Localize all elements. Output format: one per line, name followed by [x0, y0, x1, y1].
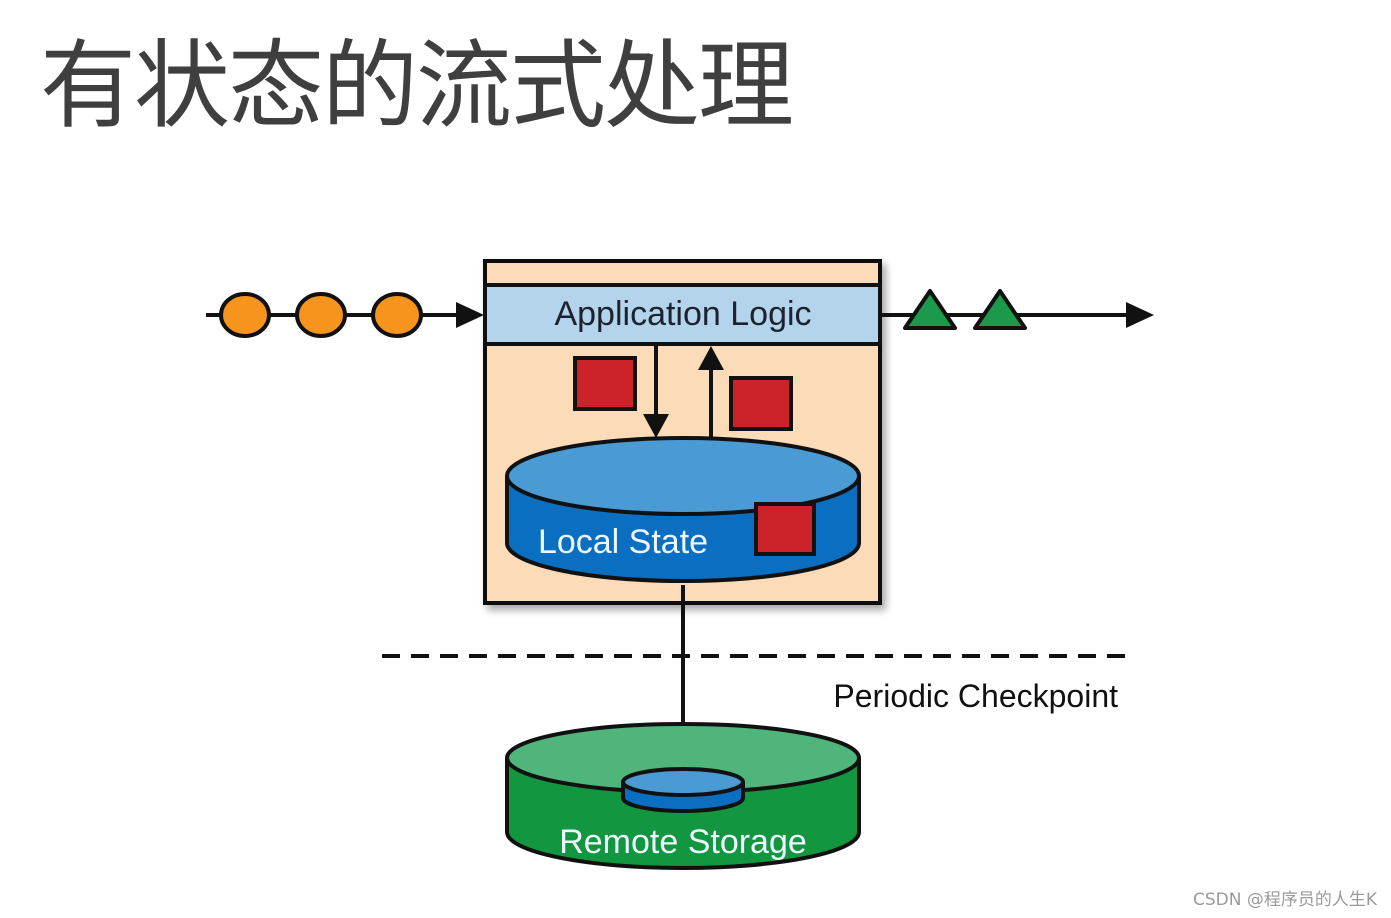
output-event-triangle: [973, 289, 1027, 330]
input-event-circle: [295, 292, 347, 338]
watermark: CSDN @程序员的人生K: [1192, 890, 1377, 910]
local-state-cylinder: [505, 436, 861, 583]
write-arrow-head: [643, 414, 669, 438]
checkpoint-snapshot-cylinder: [621, 767, 745, 813]
application-logic-label: Application Logic: [554, 295, 811, 333]
input-event-circle: [219, 292, 271, 338]
local-state-label: Local State: [538, 523, 708, 561]
output-arrow-head: [1126, 302, 1154, 328]
input-events: [219, 292, 423, 338]
state-item: [729, 376, 793, 431]
input-event-circle: [371, 292, 423, 338]
page-title: 有状态的流式处理: [40, 30, 794, 142]
input-arrow-head: [456, 302, 484, 328]
read-arrow-head: [698, 346, 724, 370]
remote-storage-label: Remote Storage: [559, 823, 807, 861]
periodic-checkpoint-label: Periodic Checkpoint: [833, 678, 1118, 714]
output-event-triangle: [903, 289, 957, 330]
application-logic-bar: [483, 283, 882, 346]
state-item: [573, 356, 637, 411]
output-events: [903, 289, 1027, 330]
state-item: [754, 502, 816, 556]
